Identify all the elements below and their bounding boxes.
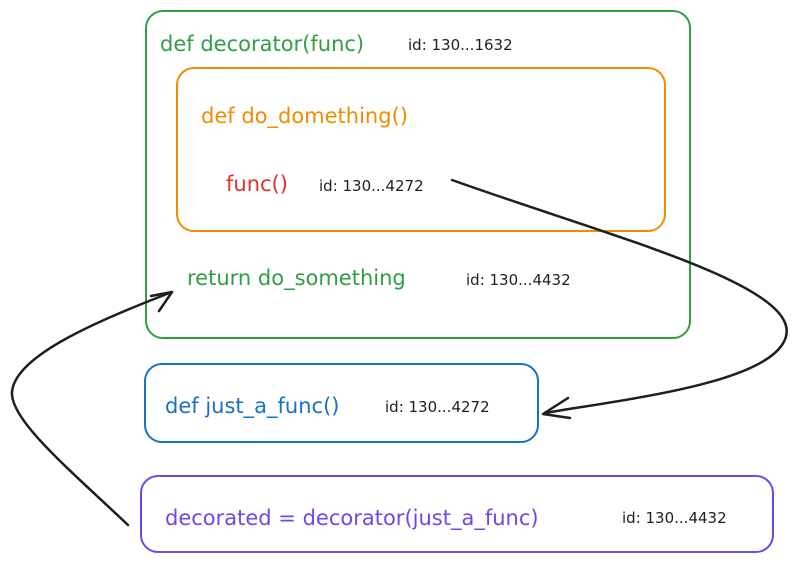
just-a-func-def-label: def just_a_func(): [165, 394, 340, 418]
do-something-function-box: [176, 67, 666, 232]
arrow-decorated-to-return-head: [149, 290, 174, 313]
return-id-label: id: 130...4432: [466, 271, 571, 289]
decorator-def-label: def decorator(func): [160, 32, 365, 56]
return-do-something: return do_something: [187, 266, 406, 290]
decorated-box: [140, 475, 774, 553]
arrow-func-to-just-a-func-head: [541, 396, 572, 420]
decorated-id-label: id: 130...4432: [622, 509, 727, 527]
arrow-func-to-just-a-func: [450, 178, 788, 415]
just-a-func-box: [144, 363, 539, 443]
decorated-assignment-label: decorated = decorator(just_a_func): [165, 506, 539, 530]
func-call-id: id: 130...4272: [319, 177, 424, 195]
do-something-def-label: def do_domething(): [201, 104, 408, 128]
decorator-id-label: id: 130...1632: [408, 36, 513, 54]
just-a-func-id-label: id: 130...4272: [385, 398, 490, 416]
func-call-label: func(): [226, 172, 288, 196]
arrow-decorated-to-return: [10, 290, 174, 527]
decorator-function-box: [145, 10, 691, 339]
